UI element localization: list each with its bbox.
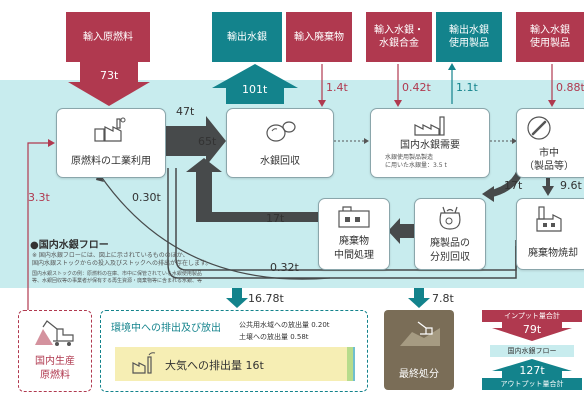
waste-collection-label-2: 分別回収 <box>430 252 470 263</box>
collection-to-treatment-arrow <box>388 218 414 244</box>
output-total-value: 127t <box>519 364 545 377</box>
emissions-box: 環境中への排出及び放出 公共用水域への放出量 0.20t 土壌への放出量 0.5… <box>100 310 368 392</box>
market-label-1: 市中 <box>539 148 559 159</box>
alloy-import-value: 0.42t <box>402 81 431 94</box>
domestic-fuel-line <box>27 142 52 316</box>
waste-treatment-label-2: 中間処理 <box>334 250 374 261</box>
waste-import-label: 輸入廃棄物 <box>294 31 344 43</box>
summary-flow-label: 国内水銀フロー <box>490 345 574 357</box>
incineration-return-line <box>175 168 517 271</box>
treatment-to-recovery-value: 17t <box>266 212 285 225</box>
export-mercury-arrow <box>212 64 298 104</box>
market-label-2: （製品等） <box>524 161 574 172</box>
waste-treatment-node: 廃棄物 中間処理 <box>318 198 390 270</box>
alloy-import-label-2: 水銀合金 <box>379 38 419 49</box>
domestic-demand-note-1: 水銀使用製品製造 <box>385 154 434 161</box>
landfill-icon <box>398 318 442 348</box>
product-export-value: 1.1t <box>456 81 478 94</box>
emissions-title: 環境中への排出及び放出 <box>111 323 221 334</box>
mercury-recovery-node: 水銀回収 <box>226 108 334 178</box>
return-030-value: 0.30t <box>132 191 161 204</box>
output-total-arrow <box>492 359 572 378</box>
legend-note-1: ※ 国内水銀フローには、図上に示されているもののほか、 <box>32 252 189 259</box>
to-recovery-value: 47t <box>176 105 195 118</box>
domestic-fuel-label-1: 国内生産 <box>35 356 75 367</box>
legend-note-4: 等、水銀回収等の事業者が保有する再生資源・廃棄物等に含まれる水銀、等 <box>32 278 203 284</box>
waste-import-box: 輸入廃棄物 <box>286 12 352 62</box>
return-030-line <box>99 174 331 280</box>
summary-box: インプット量合計 79t 国内水銀フロー 127t アウトプット量合計 <box>482 310 582 390</box>
emission-total-value: 16.78t <box>248 292 284 305</box>
market-node: 市中 （製品等） <box>516 108 584 178</box>
from-industrial-value: 65t <box>198 135 217 148</box>
product-import-label-1: 輸入水銀 <box>530 25 570 36</box>
market-to-demand-value: 17t <box>504 179 523 192</box>
input-total-value: 79t <box>522 323 542 336</box>
input-total-label: インプット量合計 <box>482 310 582 322</box>
domestic-demand-label: 国内水銀需要 <box>400 140 460 151</box>
incinerator-icon <box>535 205 567 233</box>
product-export-label-1: 輸出水銀 <box>449 25 489 36</box>
waste-incineration-label: 廃棄物焼却 <box>528 248 578 259</box>
air-emission-label: 大気への排出量 16t <box>165 359 264 372</box>
alloy-import-label-1: 輸入水銀・ <box>374 25 424 36</box>
factory-icon <box>413 115 447 137</box>
thermometer-icon <box>525 115 553 141</box>
industrial-to-recovery-arrow <box>166 116 226 166</box>
soil-emission-bar <box>347 347 353 381</box>
waste-treatment-label-1: 廃棄物 <box>339 236 369 247</box>
excavator-icon <box>33 317 77 347</box>
garbage-bag-icon <box>435 203 465 231</box>
industrial-use-label: 原燃料の工業利用 <box>71 156 151 167</box>
input-total-arrow <box>492 322 572 341</box>
final-disposal-value: 7.8t <box>432 292 454 305</box>
raw-fuel-value: 73t <box>100 69 119 82</box>
waste-incineration-node: 廃棄物焼却 <box>516 198 584 270</box>
product-import-value: 0.88t <box>556 81 584 94</box>
waste-import-value: 1.4t <box>326 81 348 94</box>
raw-fuel-arrow <box>68 62 150 106</box>
soil-release-label: 土壌への放出量 0.58t <box>239 333 309 341</box>
raw-fuel-import-label: 輸入原燃料 <box>83 31 133 43</box>
export-mercury-value: 101t <box>242 83 268 96</box>
factory-icon <box>93 117 129 143</box>
output-total-label: アウトプット量合計 <box>482 378 582 390</box>
domestic-fuel-node: 国内生産 原燃料 <box>18 310 92 392</box>
final-disposal-node: 最終処分 <box>384 310 454 390</box>
final-disposal-label: 最終処分 <box>399 369 439 380</box>
mercury-recovery-label: 水銀回収 <box>260 156 300 167</box>
legend-title: ●国内水銀フロー <box>30 240 109 251</box>
product-import-box: 輸入水銀 使用製品 <box>516 12 584 62</box>
mercury-export-box: 輸出水銀 <box>212 12 282 62</box>
industrial-use-node: 原燃料の工業利用 <box>56 108 166 178</box>
market-to-incineration-value: 9.6t <box>560 179 582 192</box>
domestic-fuel-value: 3.3t <box>28 191 50 204</box>
emission-arrow <box>226 288 248 308</box>
waste-collection-node: 廃製品の 分別回収 <box>414 198 486 270</box>
water-emission-bar <box>353 347 355 381</box>
domestic-demand-node: 国内水銀需要 水銀使用製品製造 に用いた水銀量：3.5 t <box>370 108 490 178</box>
product-export-label-2: 使用製品 <box>449 38 489 49</box>
waste-collection-label-1: 廃製品の <box>430 238 470 249</box>
incineration-return-value: 0.32t <box>270 261 299 274</box>
product-import-label-2: 使用製品 <box>530 38 570 49</box>
raw-fuel-import-box: 輸入原燃料 <box>66 12 150 62</box>
water-release-label: 公共用水域への放出量 0.20t <box>239 321 330 329</box>
product-export-box: 輸出水銀 使用製品 <box>436 12 502 62</box>
smokestack-icon <box>131 351 159 375</box>
treatment-plant-icon <box>337 205 371 229</box>
final-disposal-arrow <box>408 288 430 308</box>
legend-note-3: 国内水銀ストックの例：原燃料の在庫、市中に保管されている水銀使用製品 <box>32 271 202 277</box>
mercury-droplets-icon <box>265 119 297 143</box>
mercury-export-label: 輸出水銀 <box>227 31 267 43</box>
legend-note-2: 国内水銀ストックからの投入及びストックへの排出が存在します。 <box>32 260 212 267</box>
domestic-demand-note-2: に用いた水銀量：3.5 t <box>385 162 447 169</box>
mercury-alloy-import-box: 輸入水銀・ 水銀合金 <box>366 12 432 62</box>
domestic-fuel-label-2: 原燃料 <box>40 370 70 381</box>
